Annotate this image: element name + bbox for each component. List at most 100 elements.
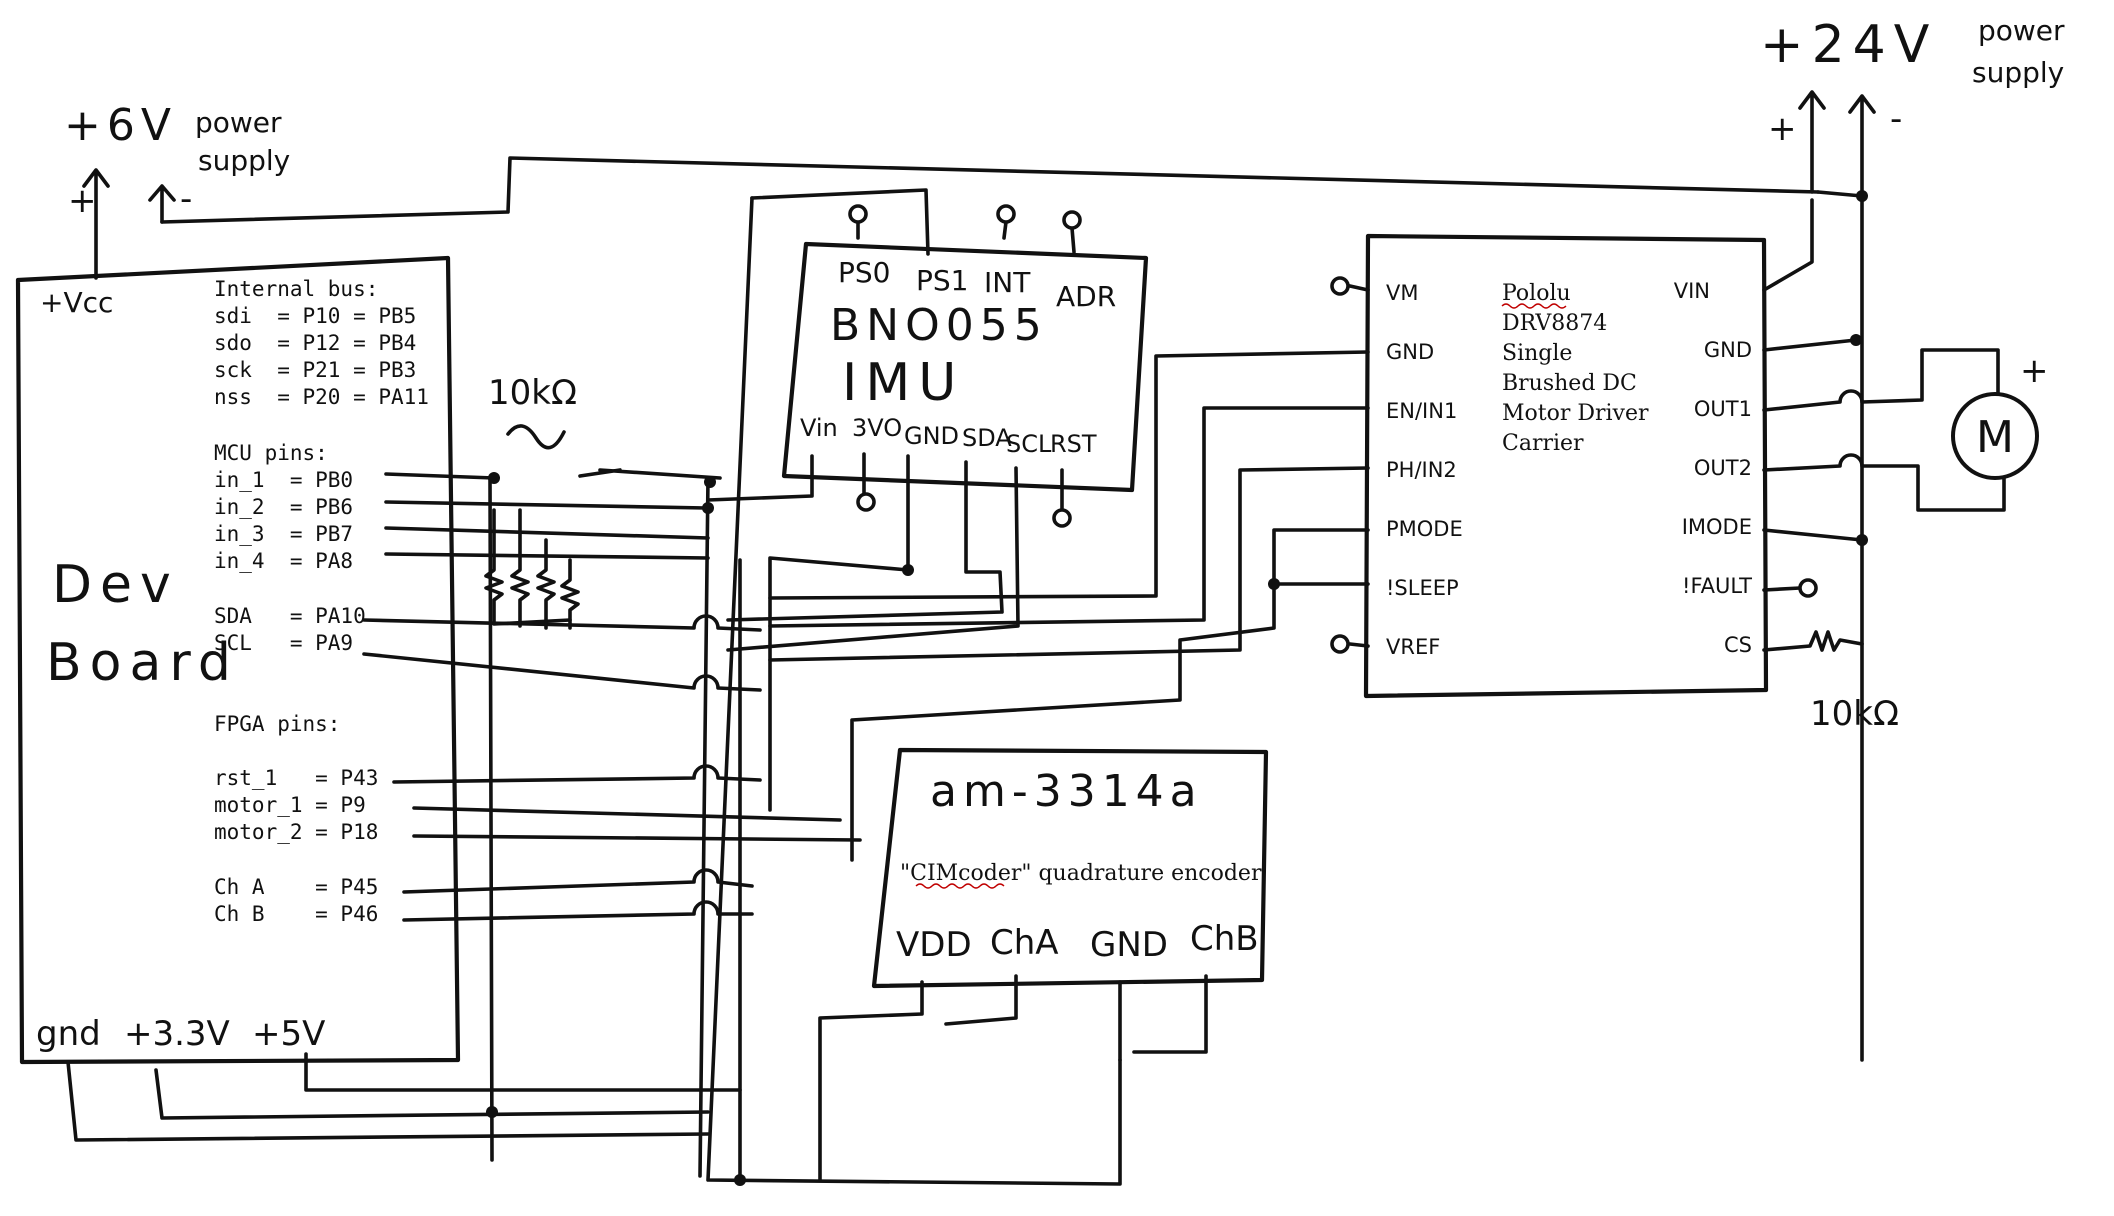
wire-bus-pullup [488,476,494,1162]
wire-driver-vref [1348,642,1370,648]
resistor-pullup-3 [536,538,556,630]
terminal-imu-3vo [856,492,876,512]
driver-title-line6: Carrier [1502,431,1584,456]
wire-mcu-scl [362,652,762,692]
mcu-pin-sda: SDA = PA10 [214,604,366,628]
dev-board-pin-3v3: +3.3V [124,1014,230,1054]
supply-24v-minus: - [1890,99,1902,139]
driver-pin-cs: CS [1724,633,1752,657]
wire-driver-fault [1762,586,1802,592]
wire-dev-board-3v3 [154,1068,710,1120]
resistor-symbol-squiggle [506,424,566,450]
terminal-imu-rst [1052,508,1072,528]
wire-driver-cs-resistor [1762,630,1864,652]
junction-bus-bottom [734,1174,746,1186]
wire-imu-adr [1070,226,1076,254]
motor-driver-outline [1363,233,1769,699]
terminal-imu-int [996,204,1016,224]
wire-mcu-in3 [384,526,710,540]
supply-6v-word-power: power [195,106,282,139]
wire-dev-board-gnd [66,1060,710,1142]
imu-pin-adr: ADR [1056,280,1116,313]
wire-driver-pmode [1272,528,1370,590]
imu-pin-ps0: PS0 [838,256,890,289]
resistor-pullup-2 [510,508,530,628]
wire-driver-imode [1762,528,1864,542]
imu-name-bno055: BNO055 [830,300,1048,351]
supply-6v-minus: - [180,179,192,219]
driver-pin-out2: OUT2 [1694,456,1752,480]
resistor-pullup-4 [560,558,580,630]
supply-6v-word-supply: supply [198,144,290,177]
driver-title-line2: DRV8874 [1502,311,1607,336]
imu-pin-int: INT [984,266,1031,299]
cs-resistor-label: 10kΩ [1810,694,1899,734]
driver-pin-out1: OUT1 [1694,397,1752,421]
imu-outline [781,241,1149,493]
internal-bus-sdi: sdi = P10 = PB5 [214,304,416,328]
junction-imu-gnd [902,564,914,576]
imu-pin-3vo: 3VO [852,414,902,442]
junction-driver-gnd [1850,334,1862,346]
pullup-resistor-label: 10kΩ [488,373,577,413]
junction-imu-vin [704,476,716,488]
supply-24v-plus: + [1768,109,1797,149]
wire-driver-vm [1348,284,1370,292]
junction-3v3-bus [486,1106,498,1118]
encoder-pin-cha: ChA [990,923,1059,963]
fpga-pin-rst1: rst_1 = P43 [214,766,378,790]
fpga-pin-chb: Ch B = P46 [214,902,378,926]
wire-fpga-motor2 [412,834,862,842]
driver-title-spellcheck-mark [1501,303,1567,309]
encoder-description: "CIMcoder" quadrature encoder [900,861,1262,886]
terminal-driver-vref [1330,634,1350,654]
encoder-pin-gnd: GND [1090,925,1168,965]
driver-pin-vm: VM [1386,281,1418,305]
motor-symbol: M [1976,412,2014,463]
mcu-pin-scl: SCL = PA9 [214,631,353,655]
wire-imu-int [1002,220,1008,240]
wire-dev-board-5v [304,1052,742,1092]
dev-board-name-line1: Dev [52,555,179,615]
wire-24v-ground-rail [1816,190,1864,1062]
encoder-pin-vdd: VDD [896,925,972,965]
driver-title-line3: Single [1502,341,1572,366]
wire-driver-ph-in2 [768,466,1370,662]
motor-circle [1951,392,2039,480]
encoder-pin-chb: ChB [1190,919,1259,959]
terminal-driver-vm [1330,276,1350,296]
imu-pin-ps1: PS1 [916,264,968,297]
wire-driver-en-in1 [768,406,1370,628]
mcu-pins-heading: MCU pins: [214,441,328,465]
fpga-pin-motor2: motor_2 = P18 [214,820,378,844]
imu-pin-rst: RST [1050,430,1097,458]
fpga-pin-cha: Ch A = P45 [214,875,378,899]
dc-motor: M + [1951,351,2049,480]
motor-polarity-plus: + [2020,351,2049,391]
driver-pin-gnd-right: GND [1704,338,1752,362]
terminal-driver-fault [1798,578,1818,598]
mcu-pin-in4: in_4 = PA8 [214,549,353,573]
supply-6v-plus: + [68,181,97,221]
driver-pin-pmode: PMODE [1386,517,1463,541]
junction-24v-ground [1856,190,1868,202]
wire-imu-gnd [768,454,910,812]
junction-driver-sleep [1268,578,1280,590]
terminal-imu-adr [1062,210,1082,230]
wires [66,90,2006,1186]
driver-pin-ph-in2: PH/IN2 [1386,458,1457,482]
resistor-pullup-1 [484,508,572,626]
wire-encoder-chb [1132,974,1208,1054]
internal-bus-heading: Internal bus: [214,277,378,301]
wire-fpga-chb [402,900,754,922]
internal-bus-sck: sck = P21 = PB3 [214,358,416,382]
wire-bus-3v3 [698,476,710,1178]
wire-imu-sda [726,460,1004,622]
driver-title-line1: Pololu [1502,281,1571,306]
dev-board-pin-5v: +5V [252,1014,325,1054]
junction-mcu-in2 [702,502,714,514]
junctions [486,190,1868,1186]
wire-encoder-vdd [818,980,924,1182]
wire-24v-plus-arrow [1798,90,1826,194]
imu-pin-vin: Vin [800,414,838,442]
